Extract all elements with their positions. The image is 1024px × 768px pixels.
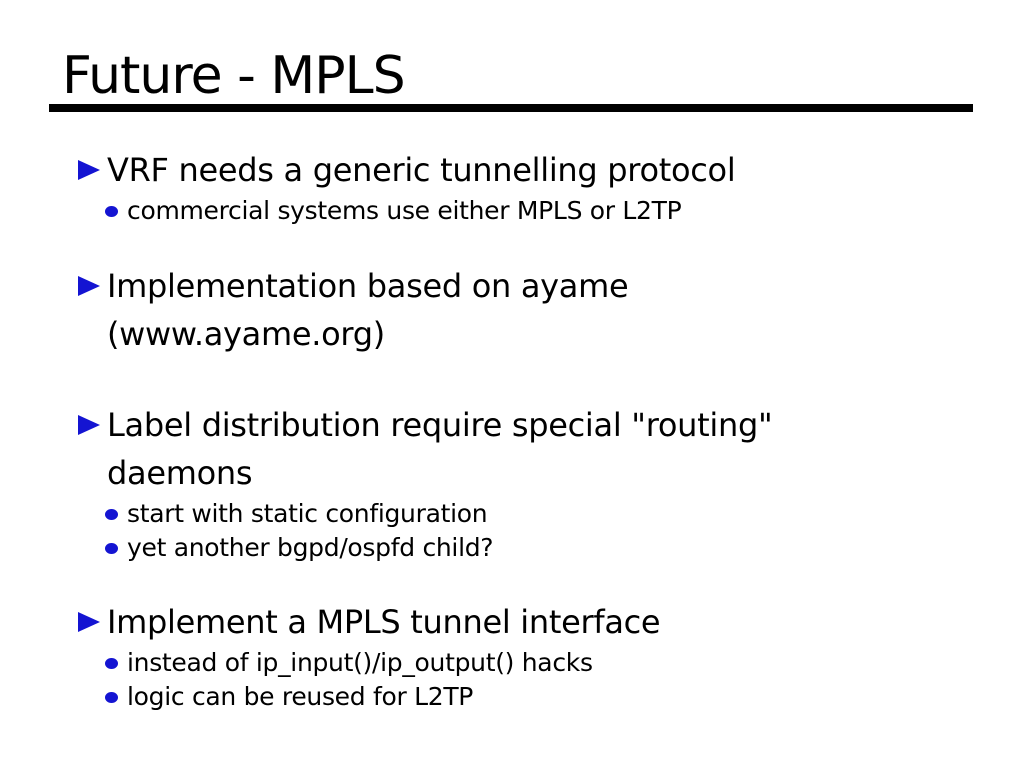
sub-bullet-item: yet another bgpd/ospfd child? bbox=[105, 531, 998, 565]
sub-bullet-text: instead of ip_input()/ip_output() hacks bbox=[127, 648, 593, 677]
indent-spacer bbox=[78, 334, 107, 335]
dot-icon bbox=[105, 657, 118, 669]
bullet-block-ayame: Implementation based on ayame (www.ayame… bbox=[78, 262, 998, 358]
triangle-right-icon bbox=[78, 415, 100, 435]
bullet-block-label-distribution: Label distribution require special "rout… bbox=[78, 401, 998, 565]
bullet-block-vrf: VRF needs a generic tunnelling protocol … bbox=[78, 146, 998, 228]
slide-title: Future - MPLS bbox=[62, 46, 406, 106]
bullet-item-continuation: daemons bbox=[78, 449, 998, 497]
bullet-block-mpls-tunnel: Implement a MPLS tunnel interface instea… bbox=[78, 598, 998, 714]
bullet-item-continuation: (www.ayame.org) bbox=[78, 310, 998, 358]
bullet-item: VRF needs a generic tunnelling protocol bbox=[78, 146, 998, 194]
bullet-text: Implement a MPLS tunnel interface bbox=[107, 603, 661, 641]
dot-icon bbox=[105, 542, 118, 554]
bullet-item: Label distribution require special "rout… bbox=[78, 401, 998, 449]
dot-icon bbox=[105, 508, 118, 520]
bullet-item: Implementation based on ayame bbox=[78, 262, 998, 310]
bullet-item: Implement a MPLS tunnel interface bbox=[78, 598, 998, 646]
triangle-right-icon bbox=[78, 276, 100, 296]
sub-bullet-text: logic can be reused for L2TP bbox=[127, 682, 474, 711]
sub-bullet-text: yet another bgpd/ospfd child? bbox=[127, 533, 494, 562]
sub-bullet-item: commercial systems use either MPLS or L2… bbox=[105, 194, 998, 228]
triangle-right-icon bbox=[78, 612, 100, 632]
sub-bullet-item: start with static configuration bbox=[105, 497, 998, 531]
bullet-text: VRF needs a generic tunnelling protocol bbox=[107, 151, 736, 189]
sub-bullet-text: commercial systems use either MPLS or L2… bbox=[127, 196, 682, 225]
bullet-text: Implementation based on ayame bbox=[107, 267, 629, 305]
sub-bullet-text: start with static configuration bbox=[127, 499, 488, 528]
bullet-text: Label distribution require special "rout… bbox=[107, 406, 773, 444]
dot-icon bbox=[105, 691, 118, 703]
sub-bullet-item: logic can be reused for L2TP bbox=[105, 680, 998, 714]
triangle-right-icon bbox=[78, 160, 100, 180]
indent-spacer bbox=[78, 473, 107, 474]
sub-bullet-item: instead of ip_input()/ip_output() hacks bbox=[105, 646, 998, 680]
dot-icon bbox=[105, 205, 118, 217]
bullet-text: (www.ayame.org) bbox=[107, 315, 385, 353]
title-underline bbox=[49, 104, 973, 112]
bullet-text: daemons bbox=[107, 454, 253, 492]
